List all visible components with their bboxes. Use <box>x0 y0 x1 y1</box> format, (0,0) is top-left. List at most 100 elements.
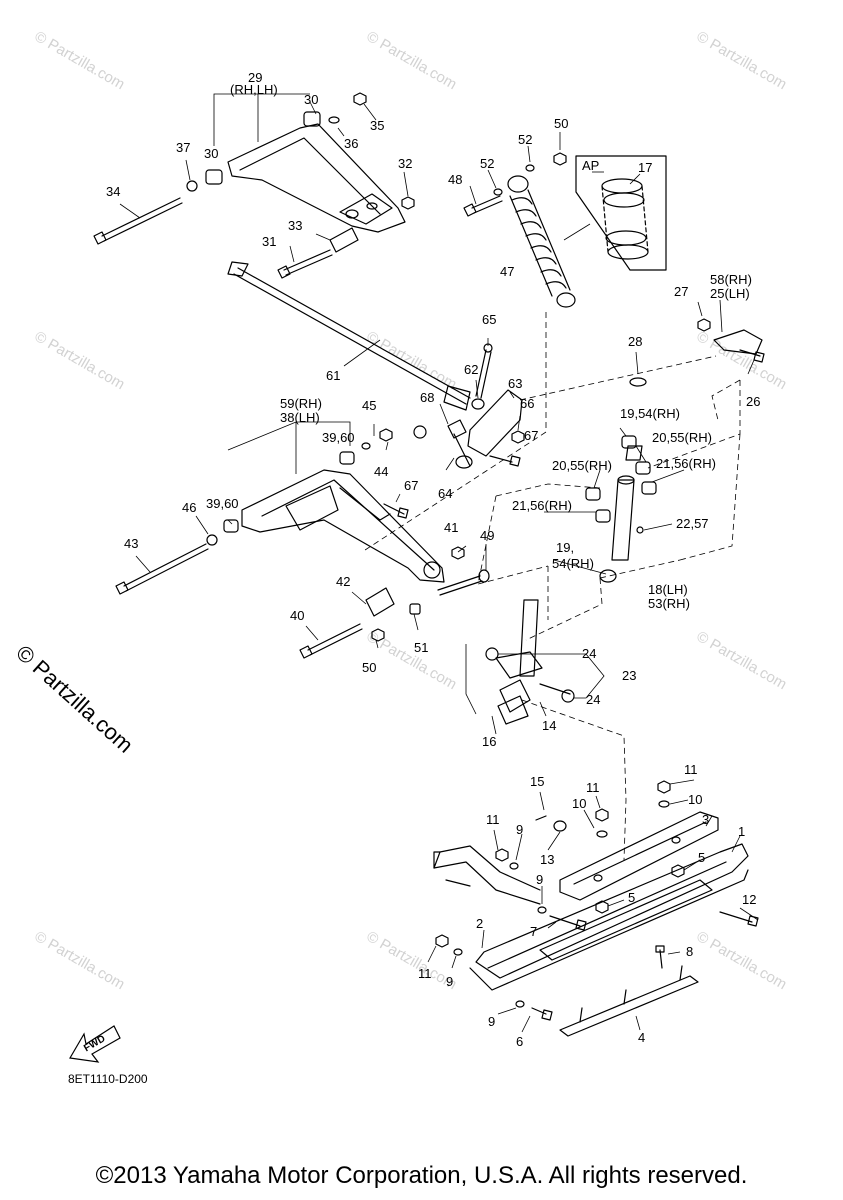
callout-label: 19, <box>556 540 574 555</box>
callout-label: 9 <box>536 872 543 887</box>
bolt-7 <box>549 915 587 931</box>
callout-label: 17 <box>638 160 652 175</box>
callout-label: 34 <box>106 184 120 199</box>
washer-52b <box>525 164 535 172</box>
spring-17 <box>601 178 649 260</box>
diagram-code: 8ET1110-D200 <box>68 1072 148 1086</box>
callout-label: 64 <box>438 486 452 501</box>
callout-label: 43 <box>124 536 138 551</box>
bolt-31 <box>277 249 333 279</box>
nut-32 <box>401 196 415 210</box>
callout-label: 10 <box>572 796 586 811</box>
bushing-21b <box>595 509 611 523</box>
callout-label: 14 <box>542 718 556 733</box>
wear-bar-4 <box>559 965 699 1037</box>
bolt-34 <box>93 197 183 245</box>
nut-5 <box>671 864 685 878</box>
bolt-6 <box>531 1007 553 1021</box>
nut-35 <box>353 92 367 106</box>
callout-label: 20,55(RH) <box>552 458 612 473</box>
callout-label: 61 <box>326 368 340 383</box>
bolt-43 <box>115 543 209 595</box>
callout-label: 6 <box>516 1034 523 1049</box>
callout-label: 1 <box>738 824 745 839</box>
callout-label: 16 <box>482 734 496 749</box>
callout-label: 28 <box>628 334 642 349</box>
bushing-39b <box>339 451 355 465</box>
callout-label: 42 <box>336 574 350 589</box>
nut-50b <box>371 628 385 642</box>
bolt-67b <box>383 503 409 519</box>
bushing-39 <box>223 519 239 533</box>
callout-label: 2 <box>476 916 483 931</box>
callout-label: 36 <box>344 136 358 151</box>
bolt-48 <box>463 195 503 217</box>
bushing-21 <box>641 481 657 495</box>
callout-label: 39,60 <box>206 496 239 511</box>
washer-9b <box>537 906 547 914</box>
nut-11b <box>657 780 671 794</box>
ski-1 <box>469 843 749 991</box>
callout-label: 52 <box>518 132 532 147</box>
pin-15 <box>535 815 547 821</box>
callout-label: 54(RH) <box>552 556 594 571</box>
washer-36 <box>328 116 340 124</box>
joint-68 <box>447 419 467 439</box>
callout-label: 32 <box>398 156 412 171</box>
bushing-30 <box>205 169 223 185</box>
callout-label: 19,54(RH) <box>620 406 680 421</box>
spindle-18 <box>599 445 643 583</box>
callout-label: 49 <box>480 528 494 543</box>
steering-rod-61 <box>227 261 471 411</box>
washer-9d <box>515 1000 525 1008</box>
callout-label: (RH,LH) <box>230 82 278 97</box>
callout-label: 66 <box>520 396 534 411</box>
callout-label: 12 <box>742 892 756 907</box>
ap-label: AP <box>582 158 599 173</box>
callout-label: 38(LH) <box>280 410 320 425</box>
callout-label: 30 <box>204 146 218 161</box>
callout-label: 9 <box>488 1014 495 1029</box>
pin-42 <box>365 587 395 617</box>
nut-44 <box>379 428 393 442</box>
ski-handle-2 <box>433 845 541 905</box>
callout-label: 4 <box>638 1030 645 1045</box>
nut-11 <box>595 808 609 822</box>
callout-label: 11 <box>486 812 500 827</box>
callout-label: 33 <box>288 218 302 233</box>
washer-10 <box>596 830 608 838</box>
callout-label: 7 <box>530 924 537 939</box>
bushing-24 <box>485 647 499 661</box>
callout-label: 5 <box>628 890 635 905</box>
callout-label: 5 <box>698 850 705 865</box>
callout-label: 9 <box>446 974 453 989</box>
bushing-20b <box>585 487 601 501</box>
callout-label: 13 <box>540 852 554 867</box>
callout-label: 3 <box>702 812 709 827</box>
callout-labels: 29 (RH,LH) 30 35 36 30 37 32 34 33 31 52… <box>106 70 760 1049</box>
callout-label: 18(LH) <box>648 582 688 597</box>
pin-33 <box>329 227 359 253</box>
callout-label: 39,60 <box>322 430 355 445</box>
fitting-22 <box>636 526 644 534</box>
nut-11d <box>435 934 449 948</box>
washer-52 <box>493 188 503 196</box>
callout-label: 45 <box>362 398 376 413</box>
callout-label: 20,55(RH) <box>652 430 712 445</box>
callout-label: 68 <box>420 390 434 405</box>
callout-label: 52 <box>480 156 494 171</box>
callout-label: 59(RH) <box>280 396 322 411</box>
collar-13 <box>553 820 567 832</box>
callout-label: 30 <box>304 92 318 107</box>
callout-label: 46 <box>182 500 196 515</box>
washer-9 <box>509 862 519 870</box>
damper-16 <box>497 695 529 725</box>
callout-label: 24 <box>586 692 600 707</box>
callout-label: 41 <box>444 520 458 535</box>
nut-50 <box>553 152 567 166</box>
copyright-notice: ©2013 Yamaha Motor Corporation, U.S.A. A… <box>95 1162 748 1189</box>
callout-label: 50 <box>362 660 376 675</box>
callout-label: 58(RH) <box>710 272 752 287</box>
callout-label: 67 <box>524 428 538 443</box>
cap-28 <box>629 377 647 387</box>
